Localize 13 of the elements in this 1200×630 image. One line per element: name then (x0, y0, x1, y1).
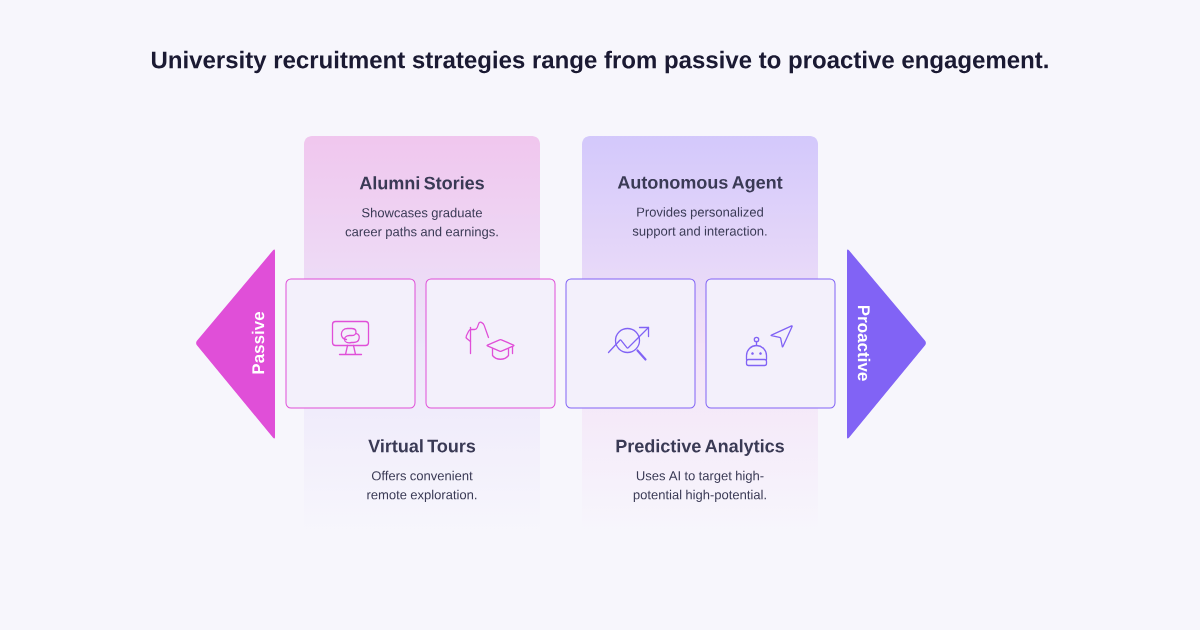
strategy-description: Offers convenient remote exploration. (367, 470, 477, 502)
icon-box (285, 278, 416, 409)
strategy-description: Showcases graduate career paths and earnings. (345, 207, 498, 239)
icon-box (565, 278, 696, 409)
strategy-heading: Virtual Tours (368, 439, 476, 453)
icon-box (425, 278, 556, 409)
strategy-description: Provides personalized support and interaction. (632, 207, 767, 239)
strategy-description: Uses AI to target high-potential high-potential. (633, 470, 766, 502)
strategy-heading: Alumni Stories (359, 176, 484, 190)
icon-box (705, 278, 836, 409)
title: University recruitment strategies range from passive to proactive engagement. (151, 50, 1048, 74)
strategy-heading: Predictive Analytics (616, 439, 784, 456)
strategy-heading: Autonomous Agent (617, 176, 783, 193)
